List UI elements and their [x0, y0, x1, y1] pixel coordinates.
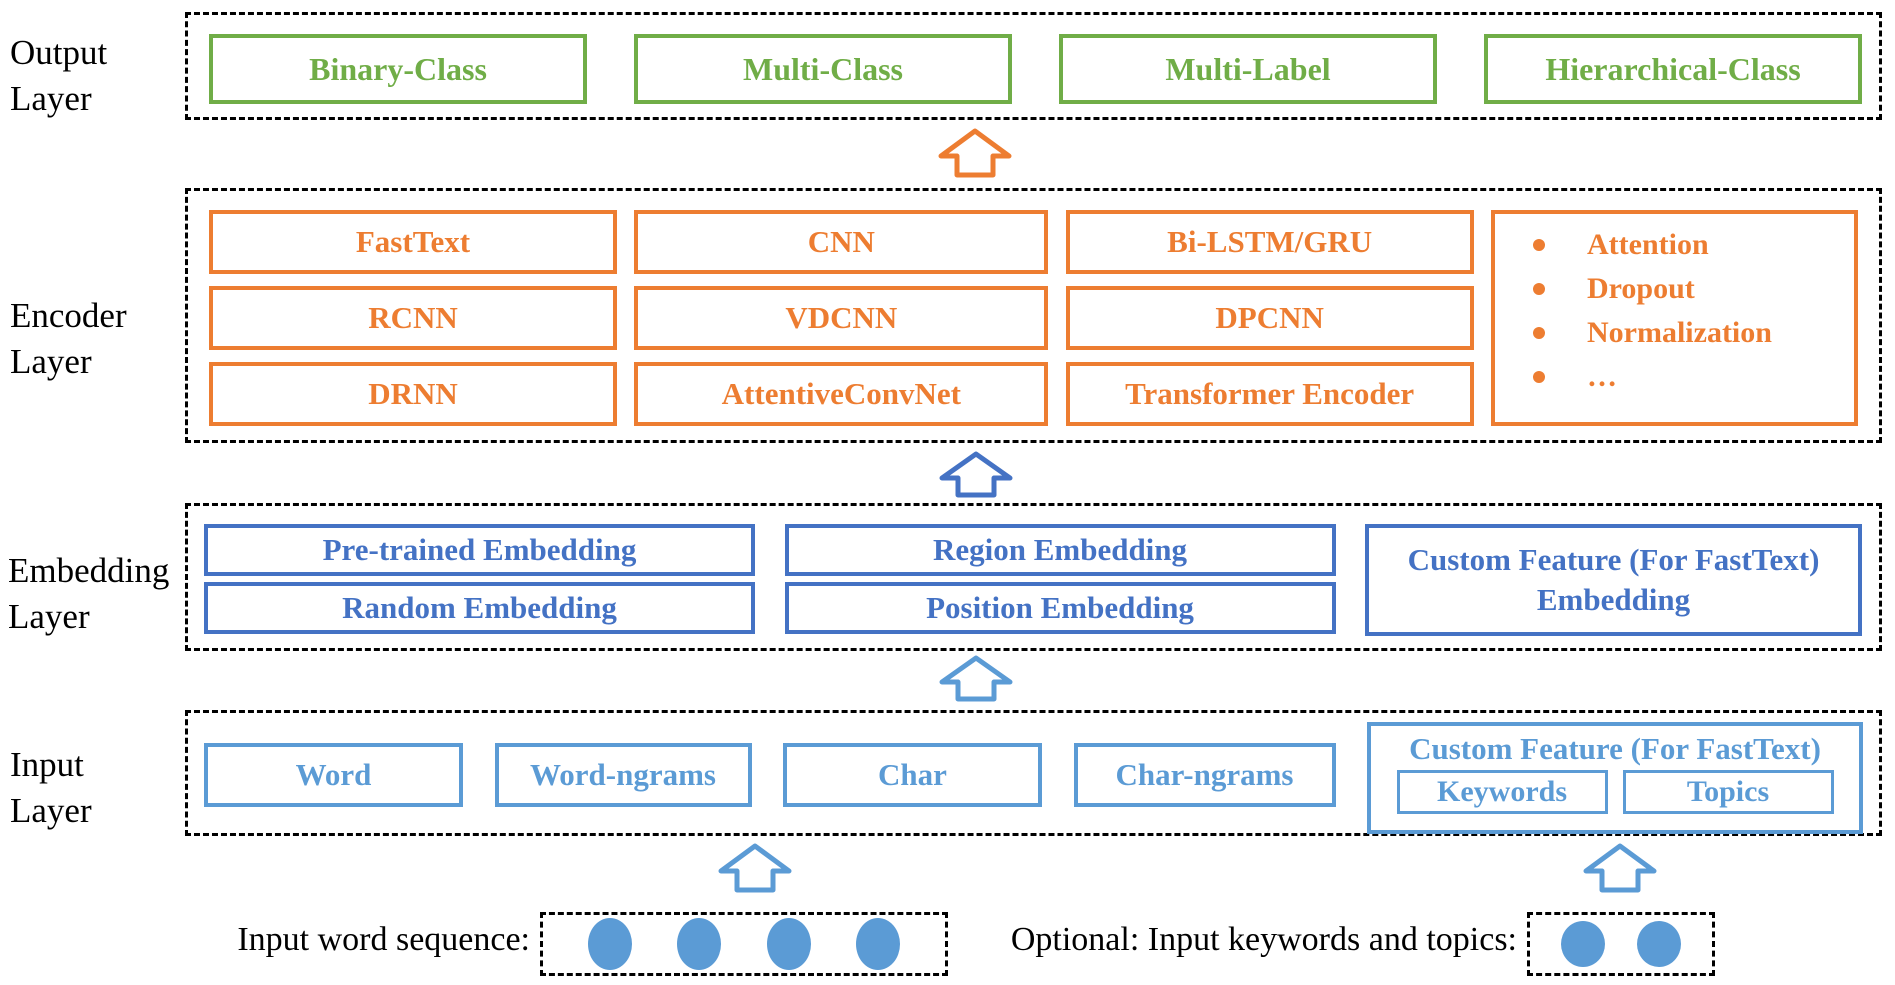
input-box-topics: Topics [1622, 770, 1834, 815]
embedding-box-custom-feature: Custom Feature (For FastText) Embedding [1365, 524, 1862, 636]
output-layer-container: Binary-Class Multi-Class Multi-Label Hie… [185, 12, 1882, 120]
embedding-box-region: Region Embedding [784, 524, 1336, 576]
up-arrow-icon [938, 128, 1012, 178]
embedding-column-2: Region Embedding Position Embedding [784, 524, 1336, 648]
input-word-sequence-dots [540, 912, 948, 976]
sequence-dot [677, 918, 722, 970]
up-arrow-icon [1583, 843, 1657, 893]
extra-item-dropout: Dropout [1532, 272, 1844, 306]
sequence-dot [766, 918, 811, 970]
output-box-multi-class: Multi-Class [634, 34, 1012, 104]
output-layer-label: Output Layer [10, 33, 108, 119]
custom-feature-line1: Custom Feature (For FastText) [1407, 541, 1820, 577]
bullet-icon [1532, 327, 1545, 339]
sequence-dot [1561, 921, 1606, 967]
output-box-multi-label: Multi-Label [1059, 34, 1437, 104]
encoder-box-drnn: DRNN [209, 362, 617, 426]
encoder-extras-box: Attention Dropout Normalization … [1490, 210, 1858, 426]
bullet-icon [1532, 239, 1545, 251]
encoder-box-attentiveconvnet: AttentiveConvNet [634, 362, 1049, 426]
encoder-column-3: Bi-LSTM/GRU DPCNN Transformer Encoder [1065, 210, 1474, 440]
output-box-hierarchical-class: Hierarchical-Class [1484, 34, 1862, 104]
input-layer-label: Input Layer [10, 745, 92, 831]
encoder-box-dpcnn: DPCNN [1065, 286, 1474, 350]
bullet-icon [1532, 371, 1545, 383]
encoder-layer-label: Encoder Layer [10, 296, 127, 382]
embedding-box-position: Position Embedding [784, 582, 1336, 634]
optional-keywords-topics-label: Optional: Input keywords and topics: [1010, 921, 1517, 958]
encoder-layer-container: FastText RCNN DRNN CNN VDCNN AttentiveCo… [185, 188, 1882, 443]
embedding-column-1: Pre-trained Embedding Random Embedding [204, 524, 755, 648]
extra-item-ellipsis: … [1532, 360, 1844, 394]
input-box-word-ngrams: Word-ngrams [494, 743, 752, 807]
custom-feature-children: Keywords Topics [1396, 770, 1834, 815]
input-box-keywords: Keywords [1396, 770, 1608, 815]
input-box-custom-feature: Custom Feature (For FastText) Keywords T… [1367, 722, 1863, 834]
input-word-sequence-label: Input word sequence: [237, 921, 530, 958]
input-box-char-ngrams: Char-ngrams [1073, 743, 1336, 807]
bullet-icon [1532, 283, 1545, 295]
custom-feature-line2: Embedding [1536, 582, 1691, 617]
encoder-box-transformer-encoder: Transformer Encoder [1065, 362, 1474, 426]
encoder-box-bilstm-gru: Bi-LSTM/GRU [1065, 210, 1474, 274]
embedding-layer-label: Embedding Layer [8, 551, 170, 637]
embedding-box-pretrained: Pre-trained Embedding [204, 524, 755, 576]
up-arrow-icon [939, 655, 1013, 702]
encoder-box-vdcnn: VDCNN [634, 286, 1049, 350]
embedding-layer-container: Pre-trained Embedding Random Embedding R… [185, 503, 1882, 651]
extra-item-normalization: Normalization [1532, 316, 1844, 350]
up-arrow-icon [718, 843, 792, 893]
custom-feature-title: Custom Feature (For FastText) [1409, 731, 1821, 766]
input-layer-container: Word Word-ngrams Char Char-ngrams Custom… [185, 710, 1882, 836]
input-box-char: Char [783, 743, 1042, 807]
encoder-box-fasttext: FastText [209, 210, 617, 274]
up-arrow-icon [939, 451, 1013, 498]
sequence-dot [588, 918, 633, 970]
encoder-column-2: CNN VDCNN AttentiveConvNet [634, 210, 1049, 440]
extra-item-label: Normalization [1586, 316, 1772, 349]
input-box-word: Word [204, 743, 463, 807]
encoder-box-rcnn: RCNN [209, 286, 617, 350]
output-box-binary-class: Binary-Class [209, 34, 587, 104]
encoder-box-cnn: CNN [634, 210, 1049, 274]
sequence-dot [855, 918, 900, 970]
extra-item-label: Dropout [1586, 272, 1695, 305]
extra-item-label: … [1586, 360, 1617, 393]
sequence-dot [1636, 921, 1681, 967]
optional-keywords-topics-dots [1527, 912, 1715, 976]
encoder-column-1: FastText RCNN DRNN [209, 210, 617, 440]
extra-item-attention: Attention [1532, 228, 1844, 262]
extra-item-label: Attention [1586, 228, 1709, 261]
embedding-box-random: Random Embedding [204, 582, 755, 634]
